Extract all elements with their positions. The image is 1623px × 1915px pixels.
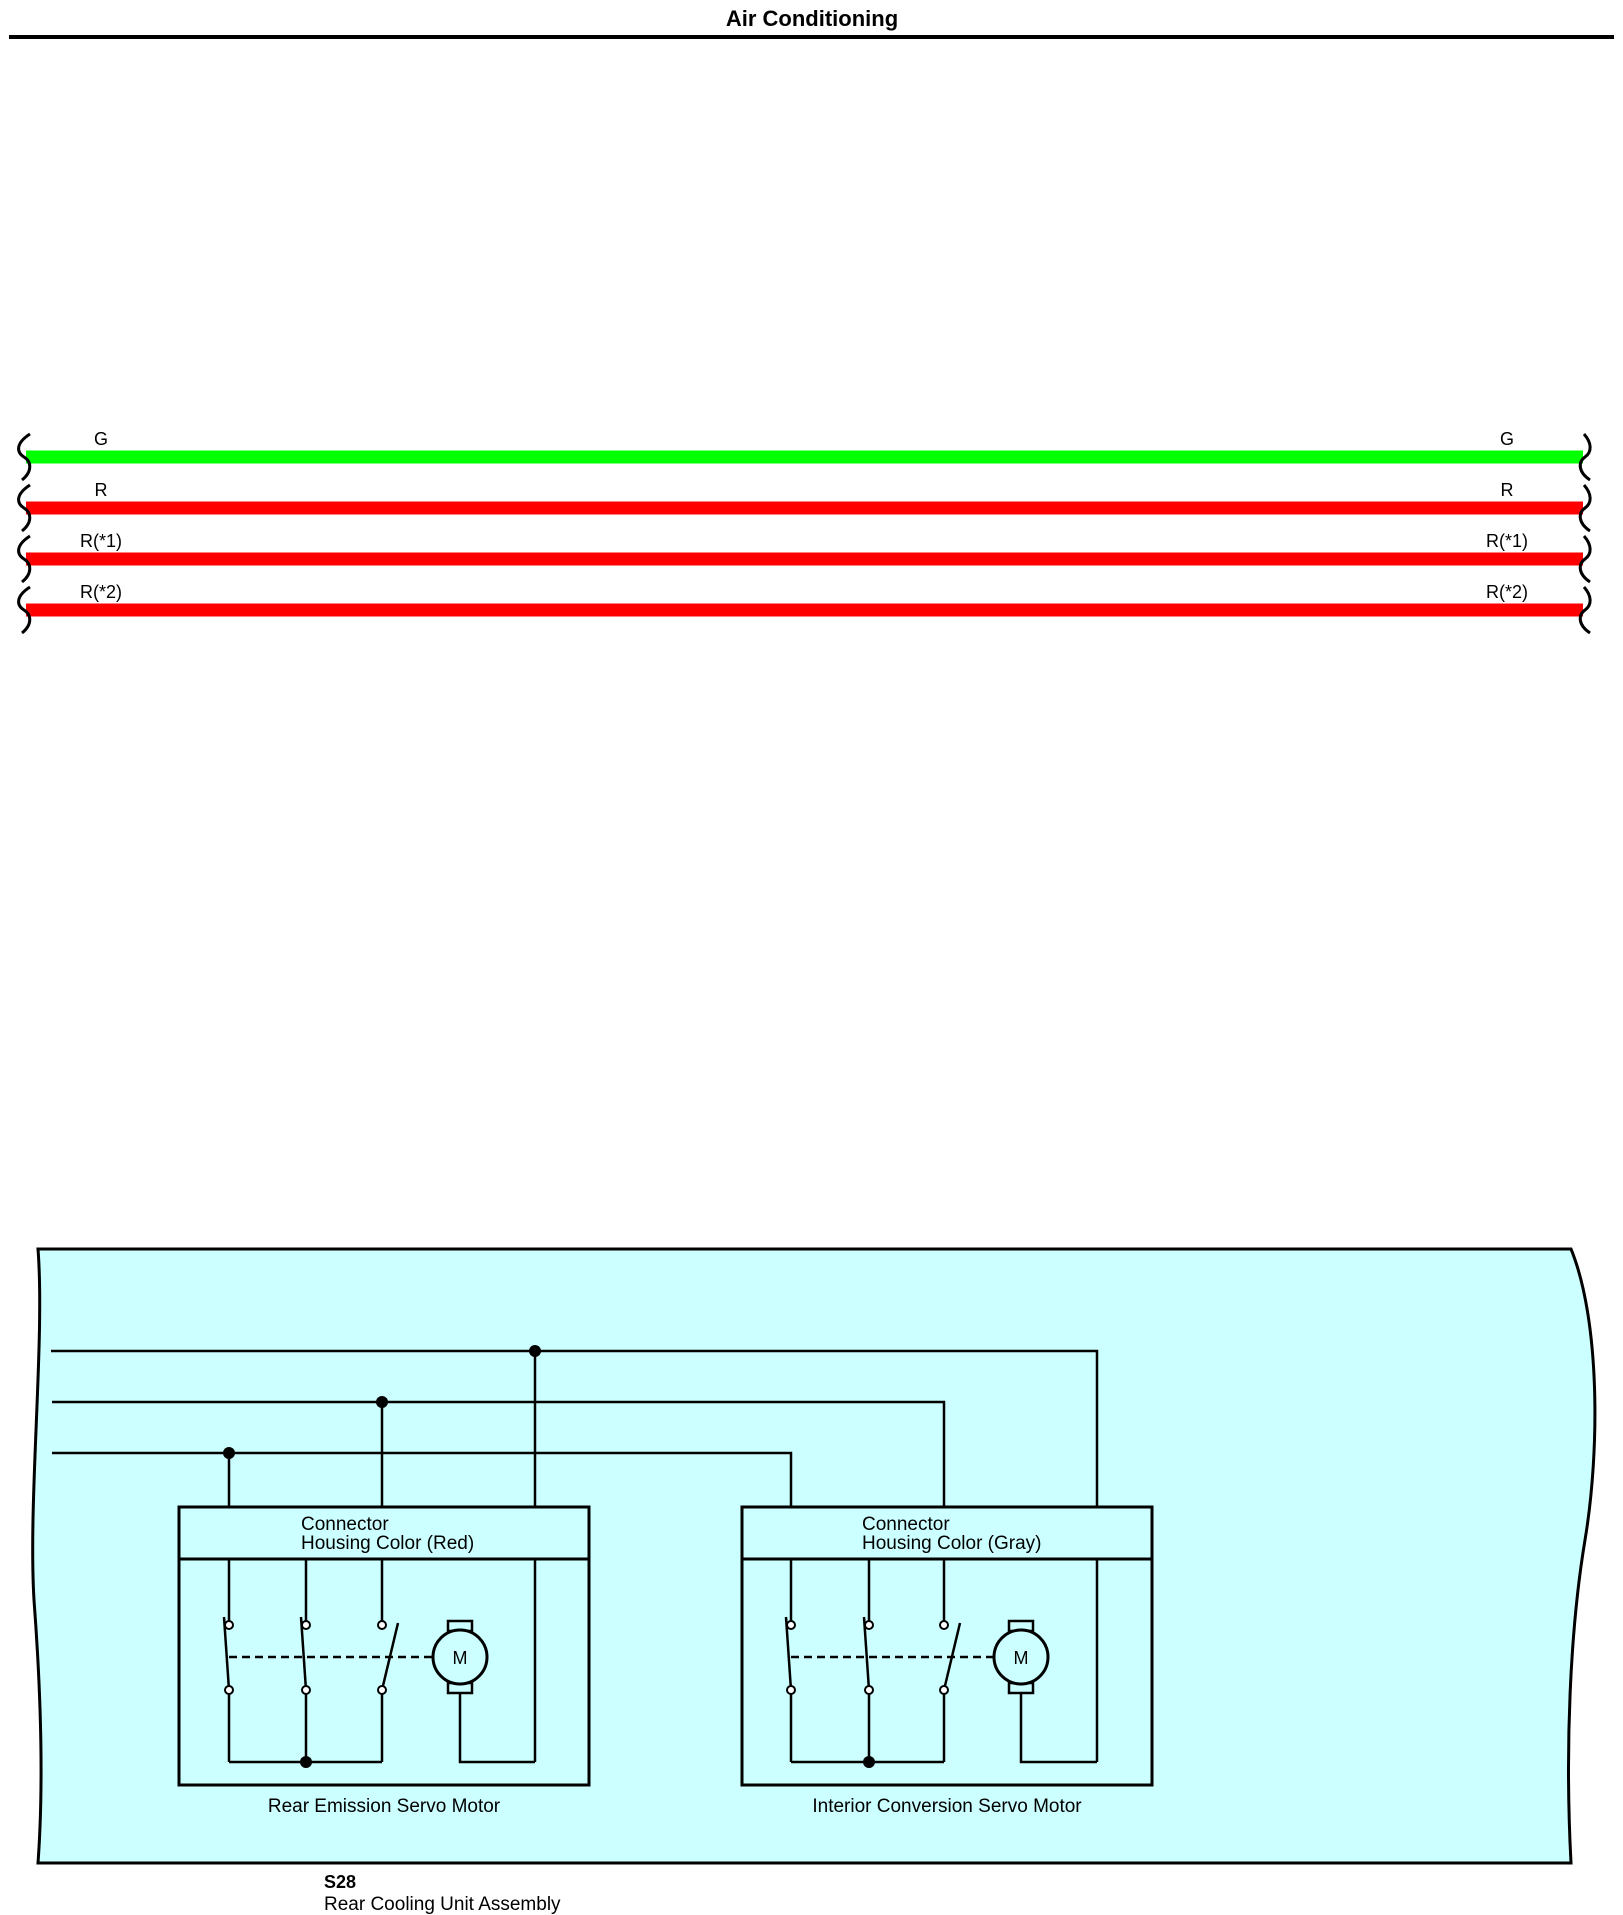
motor-icon: M [431,1619,489,1695]
wire-label-right: R [1501,480,1514,500]
connector-housing-color: Housing Color (Gray) [862,1533,1042,1554]
switch-contact [224,1620,234,1630]
motor-caption: Interior Conversion Servo Motor [812,1796,1082,1817]
motor-symbol: M [1014,1648,1029,1668]
wire-break-left [17,483,32,533]
motor-caption: Rear Emission Servo Motor [268,1796,501,1817]
servo-motor-gray: Connector Housing Color (Gray) [740,1505,1154,1817]
switch-contact [786,1620,796,1630]
wire-r-2: R(*2) R(*2) [17,582,1592,635]
switch-contact [786,1685,796,1695]
wire-break-right [1578,586,1592,635]
assembly-outline [31,1247,1597,1865]
rear-cooling-unit-assembly: Connector Housing Color (Red) [31,1247,1597,1915]
assembly-code: S28 [324,1872,356,1892]
switch-contact [301,1685,311,1695]
connector-housing-color: Housing Color (Red) [301,1533,474,1554]
switch-contact [939,1685,949,1695]
junction-dot [300,1756,312,1768]
servo-motor-red: Connector Housing Color (Red) [177,1505,591,1817]
wire-r: R R [17,480,1592,533]
junction-dot [223,1447,235,1459]
motor-symbol: M [453,1648,468,1668]
wire-r-1: R(*1) R(*1) [17,531,1592,584]
junction-dot [529,1345,541,1357]
connector-label: Connector [301,1514,389,1535]
wire-label-left: R(*1) [80,531,122,551]
switch-contact [224,1685,234,1695]
motor-unit-box [177,1505,591,1787]
switch-contact [301,1620,311,1630]
motor-icon: M [992,1619,1050,1695]
wire-label-right: R(*2) [1486,582,1528,602]
wire-label-left: G [94,429,108,449]
assembly-name: Rear Cooling Unit Assembly [324,1894,561,1915]
wire-label-right: G [1500,429,1514,449]
wire-bundle: G G R R R(*1) R(*1) R(*2) R(*2) [17,429,1592,635]
switch-contact [864,1685,874,1695]
internal-wiring [784,1559,1099,1764]
switch-contact [377,1620,387,1630]
wire-break-right [1578,484,1592,533]
switch-contact [864,1620,874,1630]
wire-label-left: R [95,480,108,500]
wire-label-right: R(*1) [1486,531,1528,551]
wire-break-right [1578,535,1592,584]
junction-dot [376,1396,388,1408]
junction-dot [863,1756,875,1768]
motor-unit-box [740,1505,1154,1787]
wire-break-right [1578,433,1592,482]
wire-label-left: R(*2) [80,582,122,602]
wire-break-left [17,585,32,635]
wire-break-left [17,432,32,482]
page-title: Air Conditioning [726,6,898,31]
bus-lines [51,1349,1099,1507]
switch-contact [939,1620,949,1630]
switch-contact [377,1685,387,1695]
wire-g: G G [17,429,1592,482]
wire-break-left [17,534,32,584]
connector-label: Connector [862,1514,950,1535]
